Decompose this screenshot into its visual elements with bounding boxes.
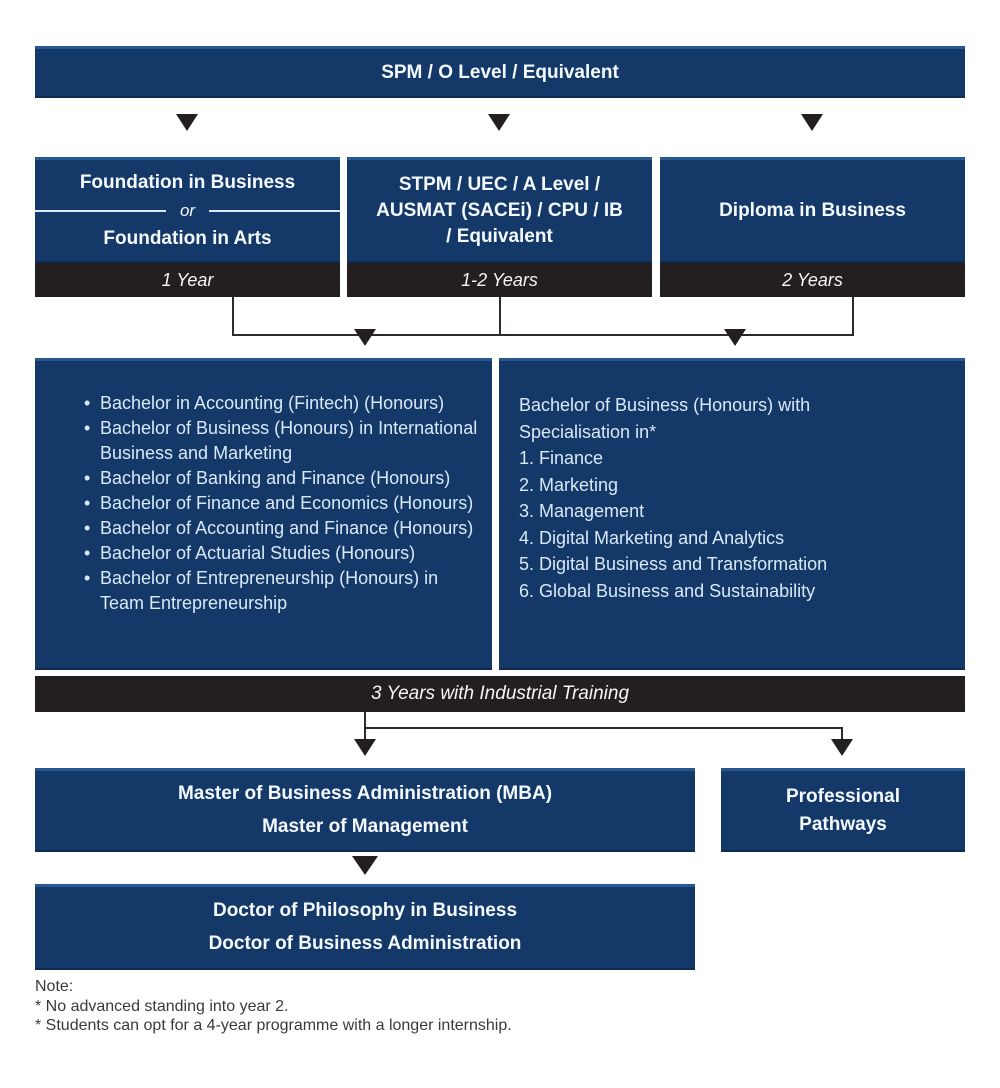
master-management-label: Master of Management (262, 816, 468, 837)
specialisation-heading: Specialisation in* (519, 421, 657, 442)
stpm-duration: 1-2 Years (347, 263, 652, 297)
spm-olevel-bar: SPM / O Level / Equivalent (35, 46, 965, 98)
specialisation-item: 5. Digital Business and Transformation (519, 554, 828, 574)
bachelor-item: Bachelor of Accounting and Finance (Hono… (84, 516, 480, 541)
diploma-duration: 2 Years (660, 263, 965, 297)
foundation-box-body: Foundation in Business or Foundation in … (35, 157, 340, 263)
specialisation-item: 4. Digital Marketing and Analytics (519, 527, 785, 548)
connector-line (364, 727, 842, 729)
bachelor-specialisation-box: Bachelor of Business (Honours) with Spec… (499, 358, 965, 670)
note-line: * Students can opt for a 4-year programm… (35, 1017, 512, 1034)
professional-pathways-box: Professional Pathways (721, 768, 965, 852)
stpm-label-line3: / Equivalent (446, 225, 553, 247)
specialisation-item: 1. Finance (519, 448, 604, 468)
note-line: * No advanced standing into year 2. (35, 997, 289, 1015)
industrial-training-bar: 3 Years with Industrial Training (35, 676, 965, 712)
specialisation-item: 6. Global Business and Sustainability (519, 580, 816, 601)
specialisation-item: 2. Marketing (519, 474, 619, 495)
foundation-business-label: Foundation in Business (79, 171, 296, 193)
bachelor-item: Bachelor of Entrepreneurship (Honours) i… (84, 566, 480, 591)
foundation-arts-label: Foundation in Arts (103, 227, 272, 249)
down-arrow-icon (354, 739, 376, 756)
doctorate-box: Doctor of Philosophy in Business Doctor … (35, 884, 695, 970)
industrial-training-label: 3 Years with Industrial Training (370, 683, 630, 704)
connector-line (499, 297, 501, 336)
bachelor-item-cont: Business and Marketing (100, 443, 293, 463)
foundation-box: Foundation in Business or Foundation in … (35, 157, 340, 297)
divider-line (209, 209, 340, 212)
diploma-box: Diploma in Business 2 Years (660, 157, 965, 297)
diploma-label: Diploma in Business (719, 199, 906, 221)
mba-label: Master of Business Administration (MBA) (177, 783, 553, 804)
diploma-box-body: Diploma in Business (660, 157, 965, 263)
pathways-label: Pathways (799, 813, 887, 835)
or-label: or (179, 200, 196, 220)
down-arrow-icon (354, 329, 376, 346)
down-arrow-icon (801, 114, 823, 131)
down-arrow-icon (176, 114, 198, 131)
note-block: Note: * No advanced standing into year 2… (35, 977, 735, 1036)
connector-line (364, 712, 366, 740)
phd-label: Doctor of Philosophy in Business (212, 900, 518, 921)
stpm-label-line1: STPM / UEC / A Level / (398, 173, 601, 195)
professional-label: Professional (785, 785, 901, 807)
stpm-box-body: STPM / UEC / A Level / AUSMAT (SACEi) / … (347, 157, 652, 263)
foundation-duration: 1 Year (35, 263, 340, 297)
divider-line (35, 209, 166, 212)
bachelor-item: Bachelor of Actuarial Studies (Honours) (84, 541, 480, 566)
or-divider: or (35, 201, 340, 221)
down-arrow-icon (831, 739, 853, 756)
bachelor-list-box: Bachelor in Accounting (Fintech) (Honour… (35, 358, 492, 670)
specialisation-item: 3. Management (519, 501, 645, 521)
connector-line (232, 297, 234, 336)
spm-olevel-label: SPM / O Level / Equivalent (381, 61, 619, 83)
stpm-box: STPM / UEC / A Level / AUSMAT (SACEi) / … (347, 157, 652, 297)
note-title: Note: (35, 978, 74, 995)
down-arrow-icon (352, 856, 378, 875)
bachelor-item: Bachelor of Finance and Economics (Honou… (84, 491, 480, 516)
down-arrow-icon (724, 329, 746, 346)
dba-label: Doctor of Business Administration (208, 933, 522, 954)
bachelor-item: Bachelor of Business (Honours) in Intern… (84, 416, 480, 441)
masters-box: Master of Business Administration (MBA) … (35, 768, 695, 852)
connector-line (852, 297, 854, 336)
bachelor-item: Bachelor of Banking and Finance (Honours… (84, 466, 480, 491)
down-arrow-icon (488, 114, 510, 131)
connector-line (232, 334, 854, 336)
bachelor-item-cont: Team Entrepreneurship (100, 593, 288, 613)
bachelor-item: Bachelor in Accounting (Fintech) (Honour… (84, 391, 480, 416)
specialisation-heading: Bachelor of Business (Honours) with (519, 395, 811, 415)
stpm-label-line2: AUSMAT (SACEi) / CPU / IB (376, 199, 623, 221)
connector-line (841, 727, 843, 740)
